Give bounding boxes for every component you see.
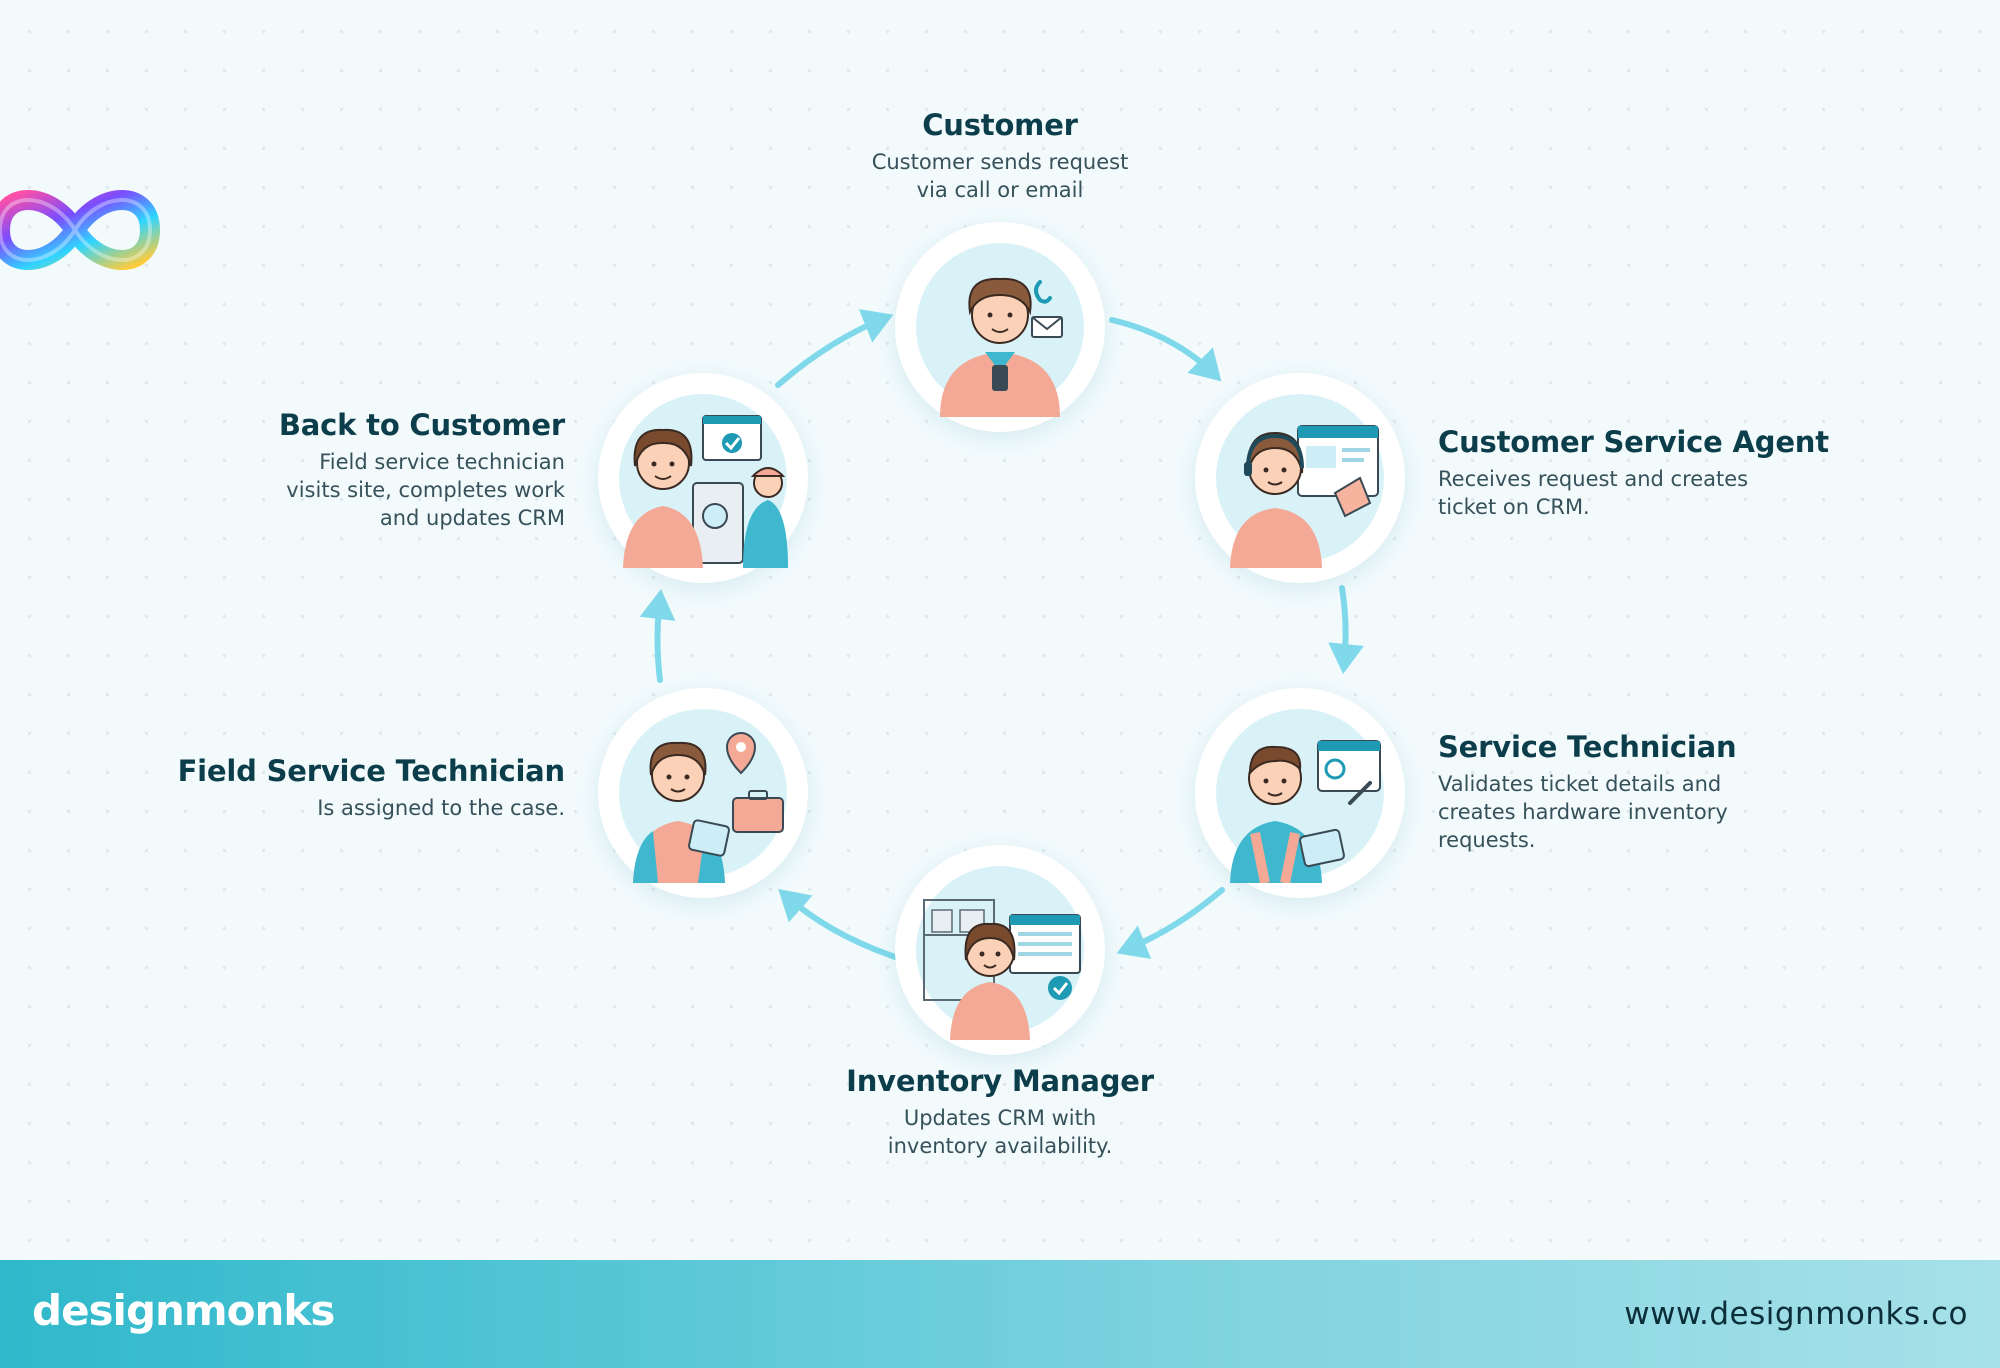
step-description: Receives request and creates ticket on C… bbox=[1438, 465, 1918, 521]
desc-line: and updates CRM bbox=[379, 506, 565, 530]
arrow-inventory-to-field-tech bbox=[778, 889, 901, 961]
step-title: Customer Service Agent bbox=[1438, 425, 1829, 459]
desc-line: visits site, completes work bbox=[286, 478, 565, 502]
desc-line: Validates ticket details and bbox=[1438, 772, 1722, 796]
node-service-technician bbox=[1195, 688, 1405, 898]
node-field-service-technician bbox=[598, 688, 808, 898]
step-title: Service Technician bbox=[1438, 730, 1737, 764]
inventory-manager-with-shelves-icon bbox=[916, 866, 1084, 1040]
desc-line: inventory availability. bbox=[887, 1134, 1113, 1158]
arrow-customer-to-agent bbox=[1109, 317, 1222, 382]
footer-bar: designmonks www.designmonks.co bbox=[0, 1260, 2000, 1368]
step-description: Validates ticket details and creates har… bbox=[1438, 770, 1918, 854]
node-customer-service-agent bbox=[1195, 373, 1405, 583]
arrow-back-to-customer bbox=[775, 309, 894, 388]
label-service-technician: Service Technician Validates ticket deta… bbox=[1438, 730, 1918, 854]
workflow-diagram: Customer Customer sends request via call… bbox=[0, 108, 1918, 1160]
desc-line: Updates CRM with bbox=[903, 1106, 1097, 1130]
flow-arrows bbox=[639, 309, 1364, 961]
arrow-agent-to-service-tech bbox=[1328, 585, 1364, 674]
step-description: Is assigned to the case. bbox=[100, 794, 565, 822]
desc-line: Is assigned to the case. bbox=[317, 796, 565, 820]
label-customer-service-agent: Customer Service Agent Receives request … bbox=[1438, 425, 1918, 521]
desc-line: via call or email bbox=[916, 178, 1084, 202]
step-description: Field service technician visits site, co… bbox=[100, 448, 565, 532]
field-technician-with-location-pin-icon bbox=[619, 709, 787, 883]
infinity-logo-icon bbox=[0, 190, 160, 270]
step-title: Back to Customer bbox=[278, 408, 565, 442]
desc-line: Receives request and creates bbox=[1438, 467, 1749, 491]
person-with-phone-and-mail-icon bbox=[916, 243, 1084, 417]
desc-line: requests. bbox=[1438, 828, 1536, 852]
step-description: Customer sends request via call or email bbox=[800, 148, 1200, 204]
step-description: Updates CRM with inventory availability. bbox=[800, 1104, 1200, 1160]
node-inventory-manager bbox=[895, 845, 1105, 1055]
label-inventory-manager: Inventory Manager Updates CRM with inven… bbox=[800, 1064, 1200, 1160]
arrow-field-tech-to-back bbox=[639, 589, 676, 683]
label-field-service-technician: Field Service Technician Is assigned to … bbox=[100, 754, 566, 822]
headset-agent-with-ticket-icon bbox=[1216, 394, 1384, 568]
desc-line: Customer sends request bbox=[871, 150, 1129, 174]
step-title: Inventory Manager bbox=[846, 1064, 1154, 1098]
website-link[interactable]: www.designmonks.co bbox=[1624, 1296, 1968, 1332]
desc-line: Field service technician bbox=[319, 450, 565, 474]
label-back-to-customer: Back to Customer Field service technicia… bbox=[100, 408, 565, 532]
node-back-to-customer bbox=[598, 373, 808, 583]
arrow-service-tech-to-inventory bbox=[1116, 887, 1225, 959]
step-title: Field Service Technician bbox=[177, 754, 566, 788]
desc-line: creates hardware inventory bbox=[1438, 800, 1728, 824]
label-customer: Customer Customer sends request via call… bbox=[800, 108, 1200, 204]
technician-with-tablet-and-settings-icon bbox=[1216, 709, 1384, 883]
customer-and-technician-at-machine-icon bbox=[619, 394, 788, 568]
node-customer bbox=[895, 222, 1105, 432]
step-title: Customer bbox=[922, 108, 1078, 142]
brand-logo[interactable]: designmonks bbox=[32, 1286, 335, 1335]
desc-line: ticket on CRM. bbox=[1438, 495, 1590, 519]
